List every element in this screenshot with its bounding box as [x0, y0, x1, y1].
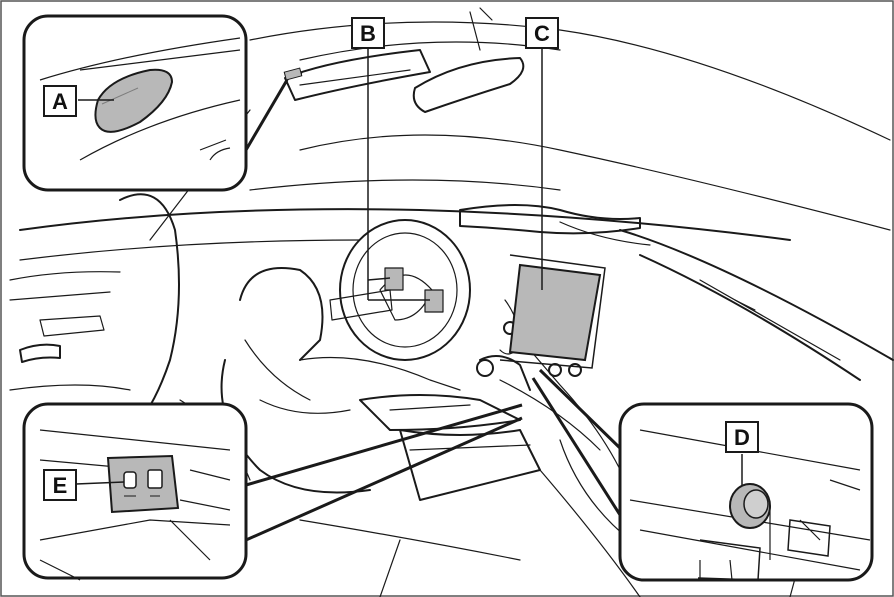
label-a: A — [52, 89, 68, 114]
callout-c: C — [525, 17, 559, 290]
callout-a-leader — [244, 79, 289, 151]
callout-b: B — [351, 17, 430, 301]
label-d-box — [725, 421, 759, 453]
usb-c-port-icon — [123, 471, 137, 489]
infotainment-screen — [508, 263, 602, 362]
label-a-box — [43, 85, 77, 117]
label-c: C — [534, 21, 550, 46]
label-d: D — [734, 425, 750, 450]
usb-a-port-icon — [147, 469, 163, 489]
label-b-leader-left — [367, 277, 391, 281]
callout-e-panel: E — [22, 402, 523, 581]
label-e-box — [43, 469, 77, 501]
label-b: B — [360, 21, 376, 46]
callout-a-headliner-lines — [39, 37, 241, 161]
usb-port-panel — [106, 454, 180, 514]
label-e-leader — [75, 481, 125, 485]
callout-a-panel: A — [22, 14, 303, 192]
callout-e-leader-1 — [245, 403, 523, 487]
callout-d-leader-1 — [538, 368, 624, 452]
callout-e-console-lines — [39, 429, 231, 581]
callout-d-panel: D — [531, 368, 874, 582]
microphone-icon — [94, 68, 174, 133]
label-e: E — [53, 473, 68, 498]
callout-e-leader-2 — [245, 416, 523, 542]
infotainment-frame — [499, 254, 606, 369]
